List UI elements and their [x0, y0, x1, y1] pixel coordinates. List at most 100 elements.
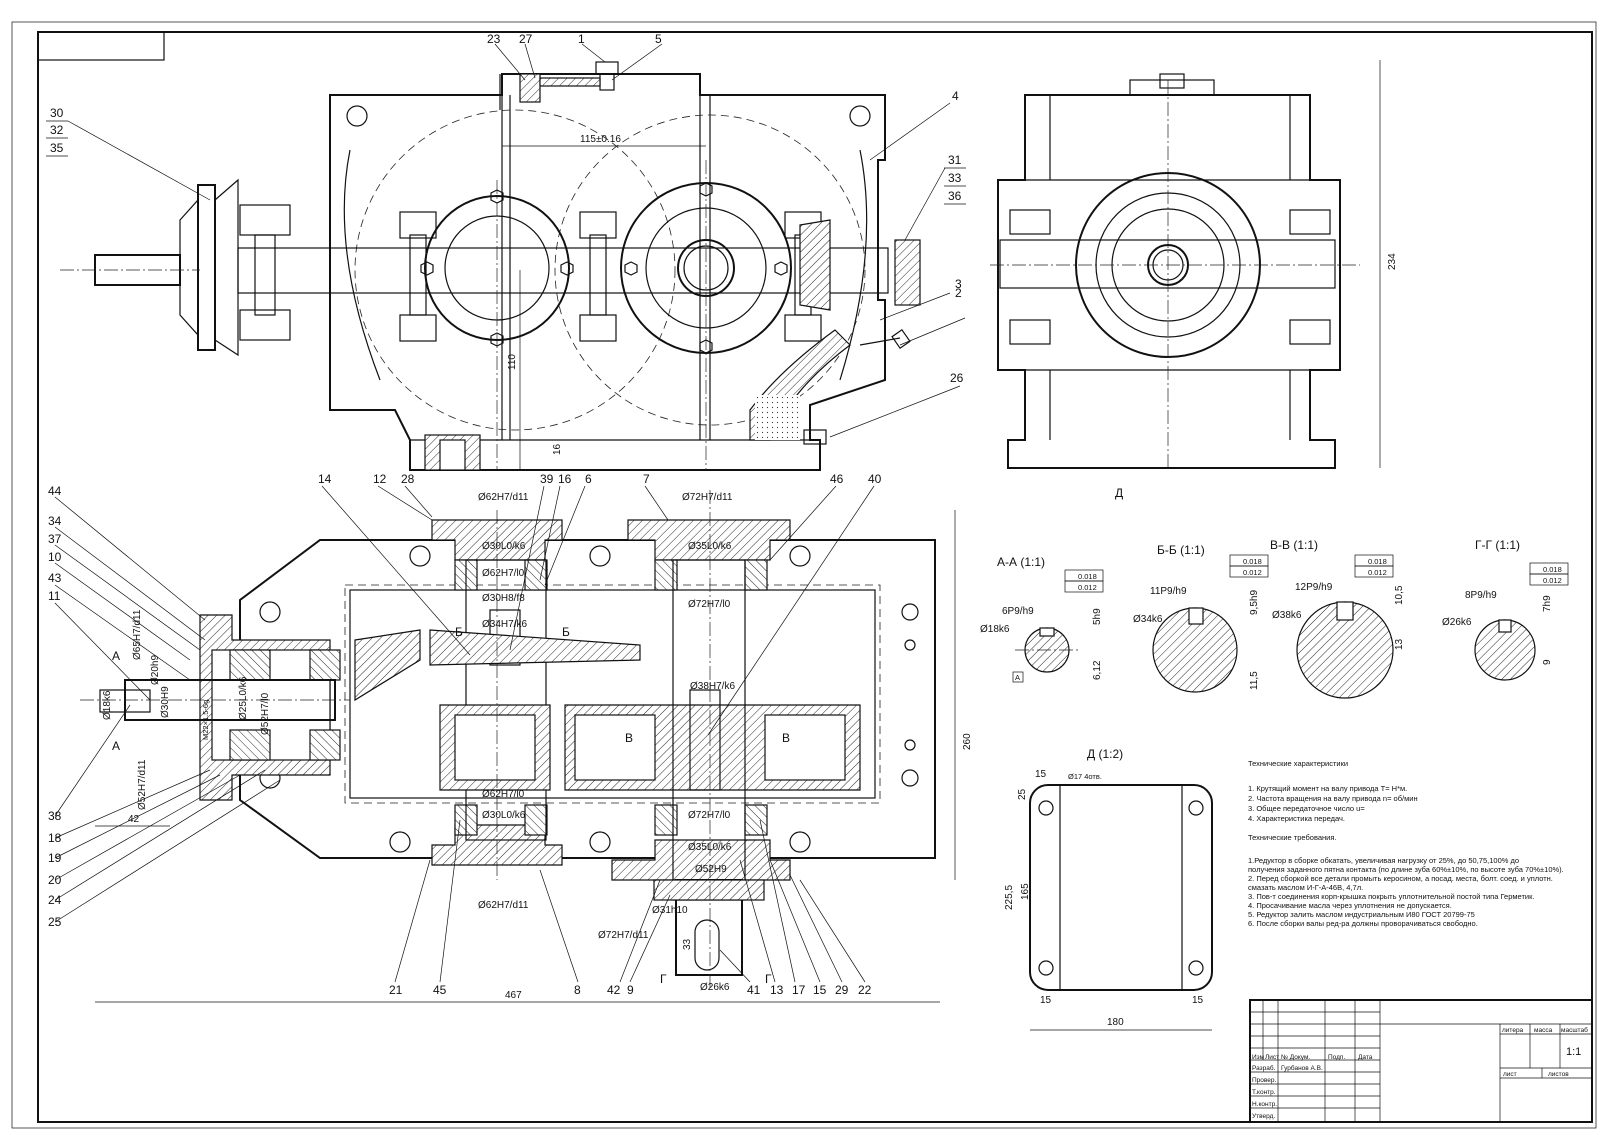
balloon: 36	[948, 189, 962, 203]
balloon: 33	[948, 171, 962, 185]
dv-15a: 15	[1040, 995, 1052, 1006]
title-block: Изм Лист № Докум. Подп. Дата Разраб. Гур…	[1249, 999, 1593, 1123]
balloon: 13	[770, 983, 784, 997]
tb-date: Дата	[1358, 1054, 1373, 1061]
balloon: 46	[830, 472, 844, 486]
balloon: 20	[48, 873, 62, 887]
dim-d24: Ø72H7/d11	[598, 930, 649, 941]
aa-dia: Ø18k6	[980, 624, 1010, 635]
dv-top: 15	[1035, 769, 1047, 780]
bb-key: 11P9/h9	[1150, 586, 1187, 597]
outer-frame	[11, 21, 1597, 1129]
balloon: 44	[48, 484, 62, 498]
drain-plug	[803, 429, 827, 445]
dv-holes: Ø17 4отв.	[1068, 772, 1102, 781]
dim-d26: Ø26k6	[700, 982, 730, 993]
tol: 0.012	[1243, 568, 1262, 577]
dim-width: 260	[962, 733, 973, 750]
inner-wall	[344, 584, 881, 804]
base-plate-outline	[239, 539, 936, 859]
req-line: 5. Редуктор залить маслом индустриальным…	[1248, 910, 1475, 919]
balloon: 6	[585, 472, 592, 486]
side-housing	[997, 94, 1341, 469]
right-bolt-section	[894, 239, 921, 306]
balloon: 34	[48, 514, 62, 528]
mark-g-left: Г	[660, 972, 667, 986]
tb-sheets: листов	[1548, 1071, 1569, 1078]
mark-b-left: Б	[455, 625, 463, 639]
dim-d12: Ø62H7/l0	[482, 568, 525, 579]
balloon: 14	[318, 472, 332, 486]
mark-v-left: В	[625, 731, 633, 745]
dim-center-distance: 115±0.16	[580, 134, 621, 145]
dim-d14: Ø30H8/f8	[482, 593, 525, 604]
tol: 0.018	[1078, 572, 1097, 581]
balloon: 32	[50, 123, 64, 137]
dim-d19: Ø72H7/l0	[688, 810, 731, 821]
dim-d16: Ø38H7/k6	[690, 681, 735, 692]
front-view: 115±0.16 110 16	[60, 61, 921, 471]
balloon: 17	[792, 983, 806, 997]
dv-2255: 225,5	[1004, 885, 1015, 910]
housing-curve-right	[839, 149, 868, 381]
tb-author: Гурбанов А.В.	[1281, 1064, 1323, 1072]
end-cover	[197, 184, 216, 351]
tb-utverd: Утверд.	[1252, 1113, 1275, 1120]
dim-d27: Ø65H7/d11	[132, 609, 143, 660]
intermediate-shaft	[465, 559, 547, 841]
gg-key: 8P9/h9	[1465, 590, 1497, 601]
tb-izm: Изм	[1252, 1054, 1265, 1061]
balloon: 10	[48, 550, 62, 564]
balloon: 39	[540, 472, 554, 486]
gg-depth2: 9	[1542, 659, 1553, 665]
dim-d31: M22×1.5-6g	[201, 700, 210, 740]
dim-d10: Ø30L0/k6	[482, 541, 526, 552]
spec-line: 4. Характеристика передач.	[1248, 814, 1345, 823]
housing-curve-left	[343, 149, 381, 381]
balloon: 19	[48, 851, 62, 865]
dim-d29: Ø30H9	[160, 686, 171, 718]
balloon: 35	[50, 141, 64, 155]
balloon: 28	[401, 472, 415, 486]
balloon: 30	[50, 106, 64, 120]
dim-d20: Ø35L0/k6	[688, 842, 732, 853]
section-bb-title: Б-Б (1:1)	[1157, 543, 1205, 557]
section-aa-title: А-А (1:1)	[997, 555, 1045, 569]
balloon: 40	[868, 472, 882, 486]
dim-d34: Ø52H7/d11	[137, 759, 148, 810]
gg-depth: 7h9	[1542, 595, 1553, 612]
aa-key: 6P9/h9	[1002, 606, 1034, 617]
bolt-hole	[346, 105, 368, 127]
balloon: 7	[643, 472, 650, 486]
tb-scale: 1:1	[1566, 1046, 1581, 1058]
balloon: 18	[48, 831, 62, 845]
dv-165: 165	[1020, 883, 1031, 900]
dim-d22: Ø62H7/d11	[478, 900, 529, 911]
dv-180: 180	[1107, 1017, 1124, 1028]
tb-doc: № Докум.	[1281, 1054, 1310, 1061]
dim-d18: Ø30L0/k6	[482, 810, 526, 821]
balloon: 16	[558, 472, 572, 486]
bb-depth2: 11,5	[1249, 671, 1260, 690]
req-line: 1.Редуктор в сборке обкатать, увеличивая…	[1248, 856, 1519, 865]
req-line: 4. Просачивание масла через уплотнения н…	[1248, 901, 1452, 910]
balloon: 41	[747, 983, 761, 997]
mark-a-bottom: А	[112, 739, 120, 753]
dim-d8: Ø62H7/d11	[478, 492, 529, 503]
balloon: 2	[955, 286, 962, 300]
gg-dia: Ø26k6	[1442, 617, 1472, 628]
plan-section: 467 260 42 Ø62H7/d11 Ø72H7/d11 Ø30L0/k6 …	[80, 490, 973, 1003]
section-bb: Б-Б (1:1) 11P9/h9 Ø34k6 9,5h9 11,5 0.018…	[1133, 543, 1269, 693]
view-d: Д (1:2) 15 Ø17 4отв. 25 225,5 165 15 180…	[1004, 747, 1213, 1031]
dim-d15: Ø34H7/k6	[482, 619, 527, 630]
mark-a-top: А	[112, 649, 120, 663]
balloon-labels: 1 2 3 4 5 23 27 30 32 35 31 33 36 26 14 …	[46, 32, 966, 997]
tb-masshtab: масштаб	[1561, 1026, 1588, 1034]
gear-pitch-circle-left	[354, 109, 676, 431]
tb-sign: Подп.	[1328, 1054, 1345, 1061]
dim-d28: Ø20h9	[150, 655, 161, 685]
tol: 0.012	[1368, 568, 1387, 577]
dim-42: 42	[128, 814, 140, 825]
